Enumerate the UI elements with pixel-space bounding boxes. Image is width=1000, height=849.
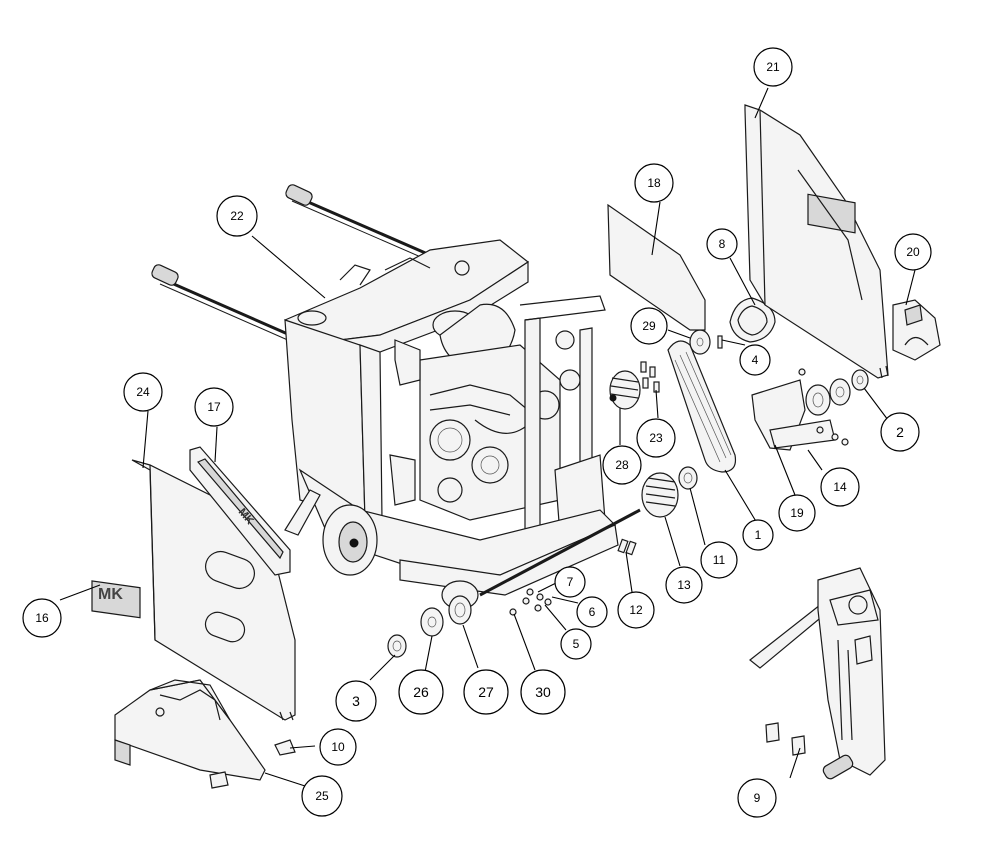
bolts-23	[640, 361, 660, 393]
callout-label: 23	[649, 431, 663, 445]
callout-label: 26	[413, 684, 429, 700]
callout-label: 4	[752, 353, 759, 367]
callout-22: 22	[216, 195, 258, 237]
callout-label: 30	[535, 684, 551, 700]
callout-19: 19	[778, 494, 816, 532]
callout-26: 26	[398, 669, 444, 715]
washers-5-6-7	[522, 588, 552, 612]
callout-label: 14	[833, 480, 847, 494]
callout-24: 24	[123, 372, 163, 412]
pulley-28	[609, 370, 641, 410]
callout-18: 18	[634, 163, 674, 203]
callout-label: 18	[647, 176, 661, 190]
blade-guard-25	[114, 679, 266, 789]
pulley-13	[641, 472, 679, 518]
callout-label: 19	[790, 506, 804, 520]
callout-17: 17	[194, 387, 234, 427]
panel-18	[607, 203, 706, 331]
callout-label: 21	[766, 60, 780, 74]
callout-label: 1	[755, 528, 762, 542]
callout-12: 12	[617, 591, 655, 629]
clip-10	[274, 739, 296, 756]
callout-label: 16	[35, 611, 49, 625]
callout-label: 7	[567, 575, 574, 589]
side-panel-24	[131, 459, 296, 721]
callout-label: 25	[315, 789, 329, 803]
decal-16: MK	[91, 580, 141, 619]
callout-label: 29	[642, 319, 656, 333]
bolts-12	[617, 538, 637, 556]
callout-4: 4	[739, 344, 771, 376]
callout-label: 5	[573, 637, 580, 651]
callout-25: 25	[301, 775, 343, 817]
callout-2: 2	[880, 412, 920, 452]
callout-label: 11	[713, 553, 726, 567]
callout-label: 27	[478, 684, 494, 700]
belt-1	[667, 340, 737, 473]
callout-11: 11	[700, 541, 738, 579]
callout-label: 9	[754, 791, 761, 805]
callout-label: 24	[136, 385, 150, 399]
callout-8: 8	[706, 228, 738, 260]
callout-1: 1	[742, 519, 774, 551]
callout-6: 6	[576, 596, 608, 628]
callout-21: 21	[753, 47, 793, 87]
callout-14: 14	[820, 467, 860, 507]
callout-label: 10	[331, 740, 345, 754]
bracket-14	[751, 368, 849, 451]
callout-label: 17	[207, 400, 221, 414]
callout-16: 16	[22, 598, 62, 638]
leader-lines	[59, 87, 916, 787]
callout-label: 3	[352, 693, 360, 709]
callout-7: 7	[554, 566, 586, 598]
callout-23: 23	[636, 418, 676, 458]
callout-20: 20	[894, 233, 932, 271]
screw-30	[509, 608, 517, 616]
detail-view	[749, 567, 886, 780]
callout-3: 3	[335, 680, 377, 722]
callout-label: 8	[719, 237, 726, 251]
callout-27: 27	[463, 669, 509, 715]
callout-label: 12	[629, 603, 643, 617]
idler-19	[805, 378, 851, 416]
callout-13: 13	[665, 566, 703, 604]
bracket-20	[892, 299, 941, 361]
nut-3	[387, 634, 407, 658]
side-panel-21	[744, 104, 889, 379]
callout-5: 5	[560, 628, 592, 660]
washer-29	[689, 329, 711, 355]
belt-guard-8	[729, 297, 776, 343]
callout-label: 2	[896, 424, 904, 440]
callout-10: 10	[319, 728, 357, 766]
callout-label: 20	[906, 245, 920, 259]
callout-label: 6	[589, 605, 596, 619]
bushing-11	[678, 466, 698, 490]
nut-2	[851, 369, 869, 391]
callout-9: 9	[737, 778, 777, 818]
callout-label: 13	[677, 578, 691, 592]
decal-17: MK	[189, 446, 291, 576]
bolt-4	[717, 335, 723, 349]
machine-frame	[151, 184, 641, 610]
pulley-27	[448, 595, 472, 625]
callout-29: 29	[630, 307, 668, 345]
callout-28: 28	[602, 445, 642, 485]
pulley-26	[420, 607, 444, 637]
callout-label: 28	[615, 458, 629, 472]
callout-label: 22	[230, 209, 244, 223]
callout-30: 30	[520, 669, 566, 715]
decal-16-logo: MK	[98, 586, 123, 603]
